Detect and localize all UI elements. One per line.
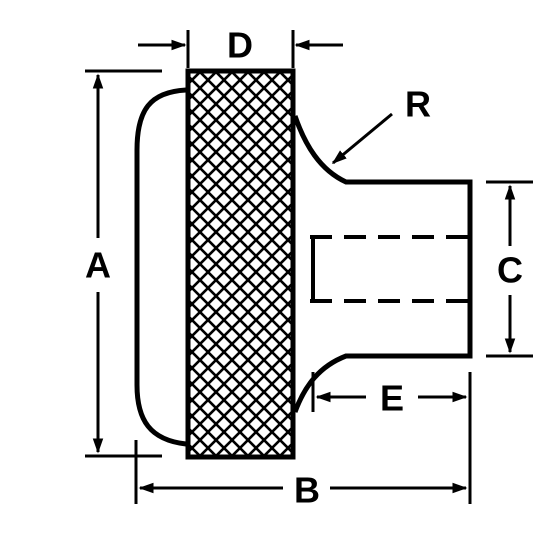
dim-label-c: C xyxy=(497,250,523,291)
dim-label-d: D xyxy=(227,25,253,66)
dim-label-r: R xyxy=(405,84,431,125)
radius-leader-arrow xyxy=(331,112,393,165)
knurled-grip xyxy=(185,68,296,460)
dim-label-a: A xyxy=(85,245,111,286)
knob-dome xyxy=(134,87,187,447)
dim-label-e: E xyxy=(380,378,404,419)
dim-label-b: B xyxy=(294,470,320,511)
hub-profile xyxy=(292,115,473,413)
